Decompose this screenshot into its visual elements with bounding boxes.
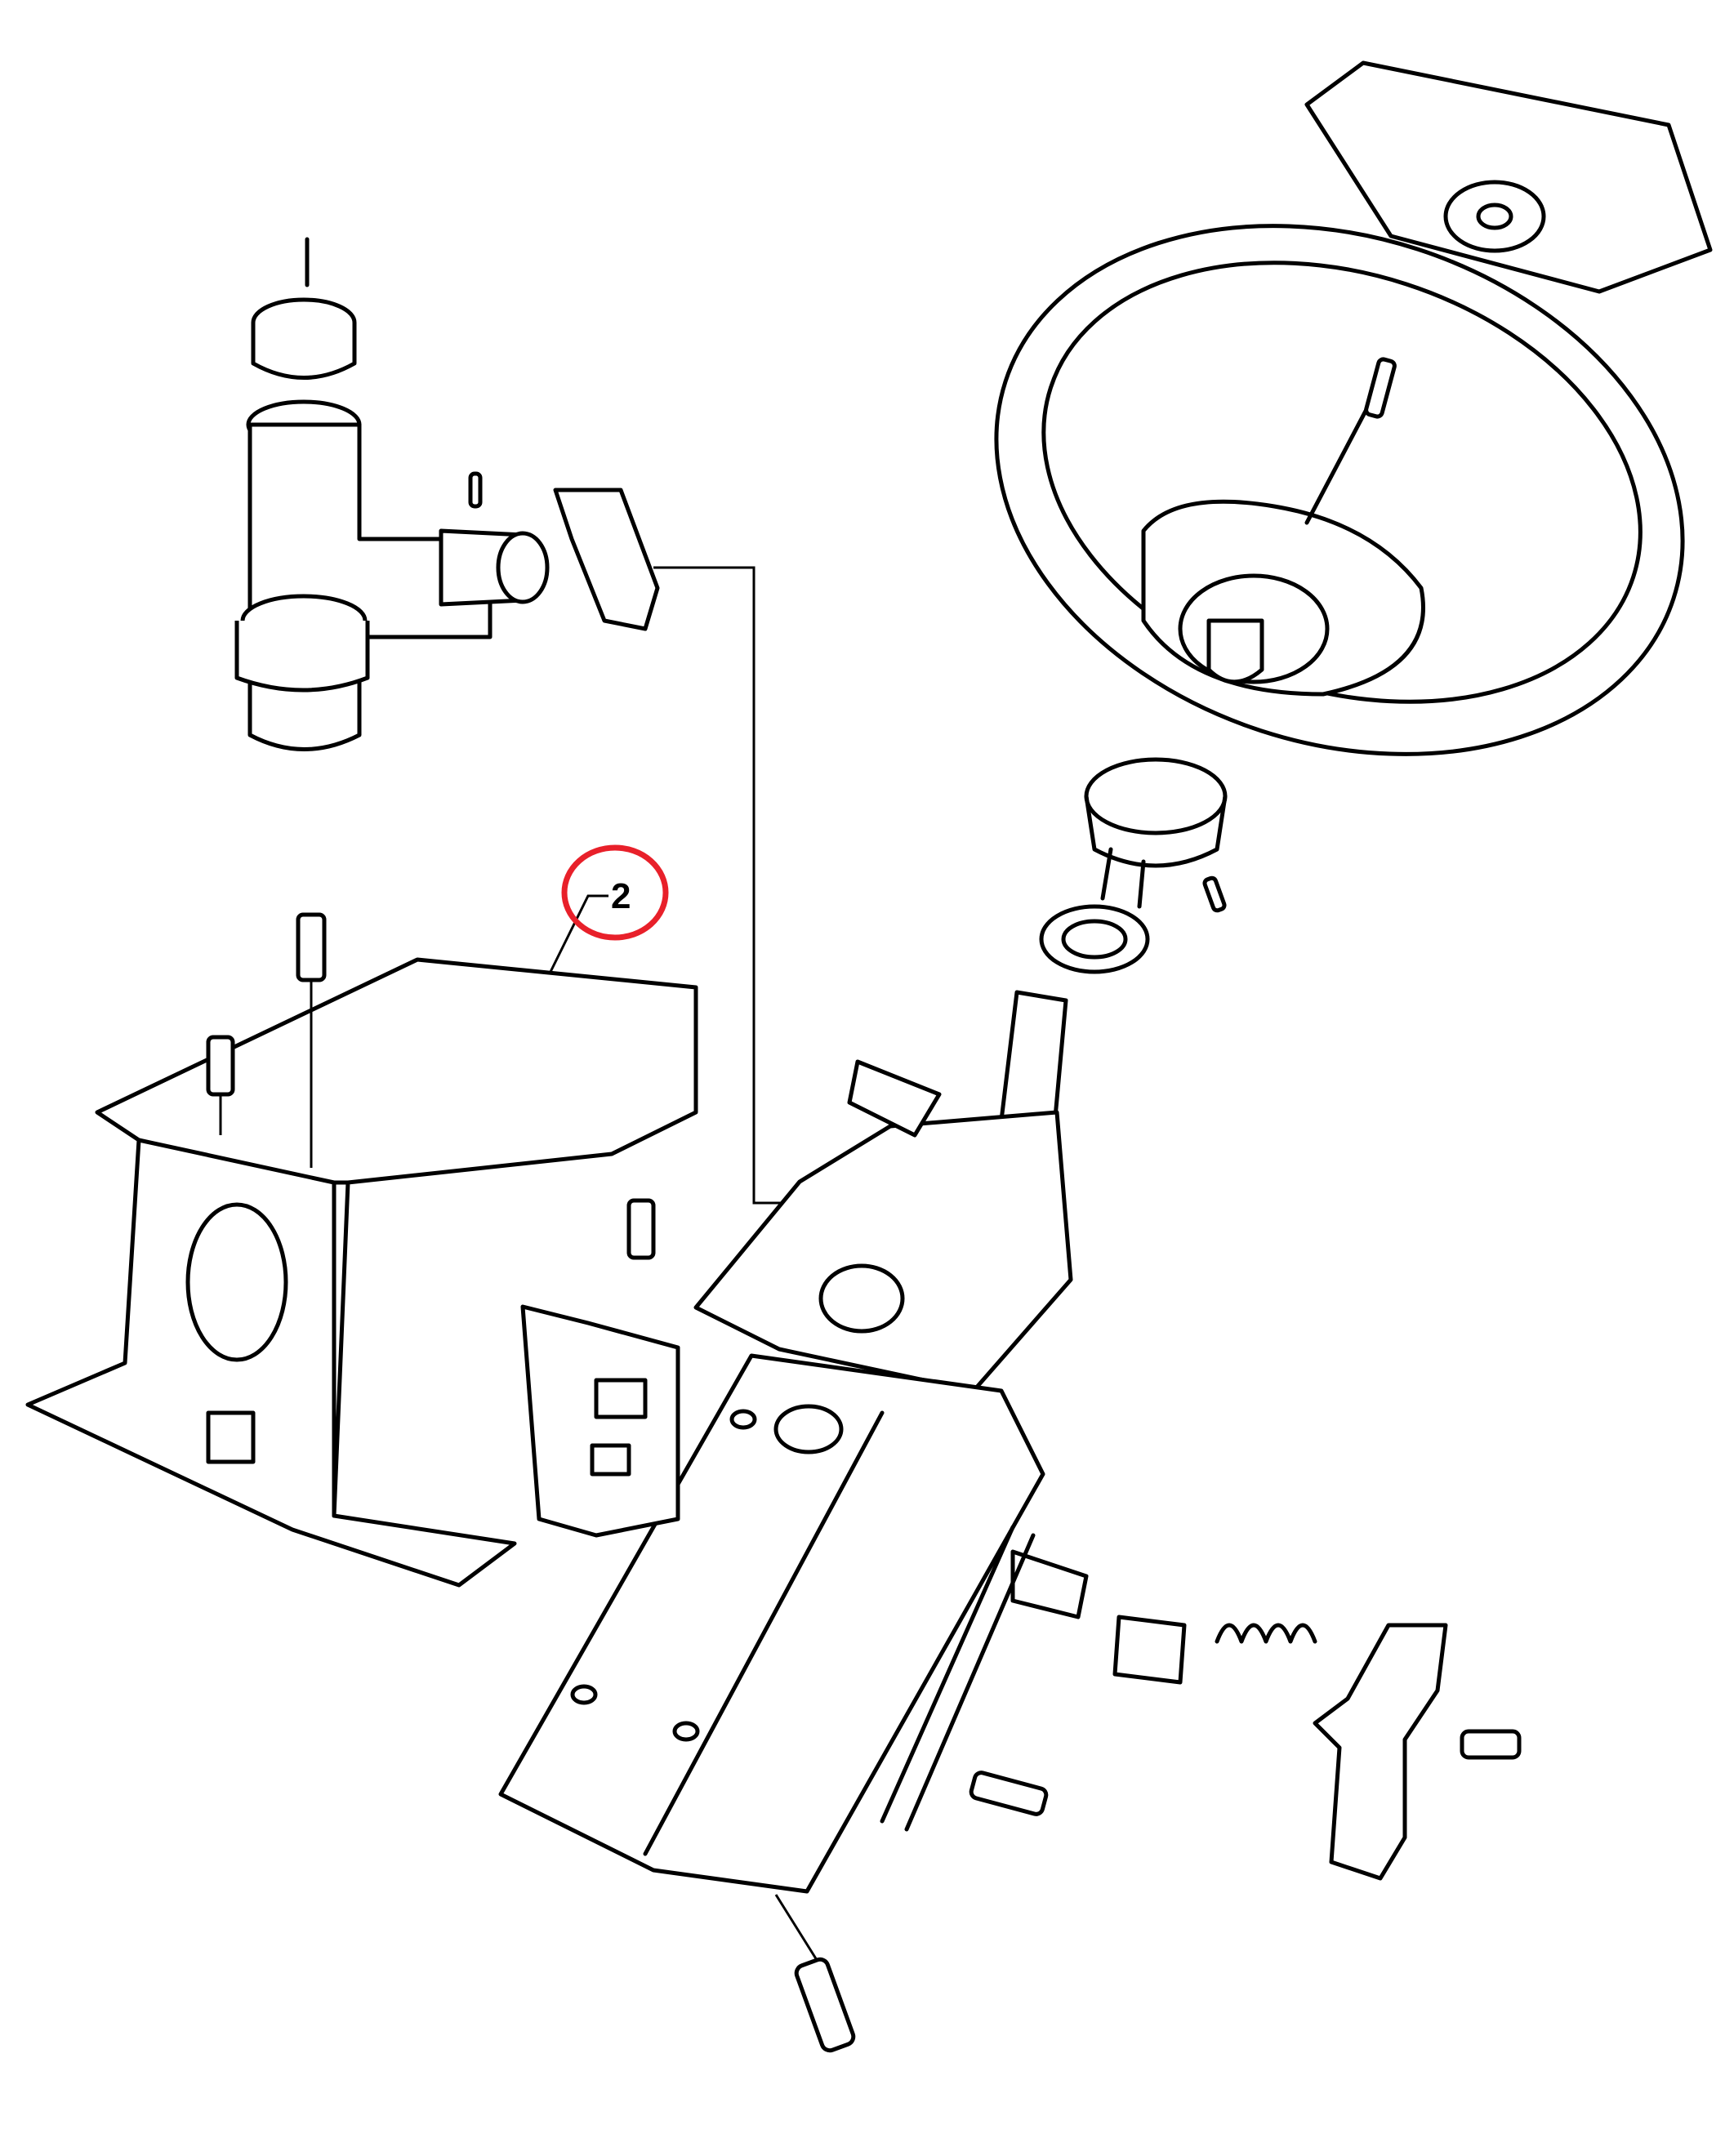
callout-2[interactable]: 2: [548, 844, 669, 974]
mounting-bracket: [25, 912, 698, 1588]
steering-wheel: [994, 224, 1685, 756]
airbag-module: [1304, 60, 1713, 294]
tilt-lever: [774, 1525, 1522, 2053]
callout-number: 2: [611, 876, 631, 916]
callout-highlight-circle: [561, 844, 669, 941]
leader-line: [653, 566, 800, 1205]
clock-spring: [1039, 757, 1228, 974]
tee-shaft-assembly: [234, 237, 660, 751]
steering-column: [498, 990, 1073, 1894]
